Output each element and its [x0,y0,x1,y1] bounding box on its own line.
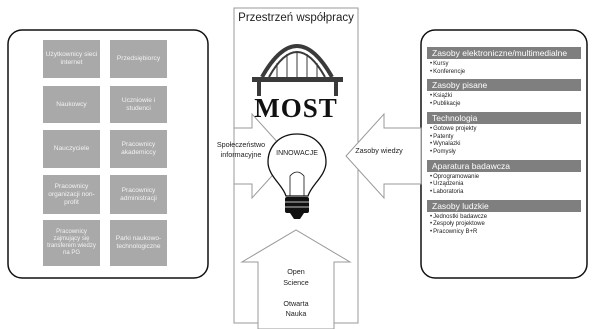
resource-item: Publikacje [430,101,460,109]
resource-category-title: Technologia [427,111,581,124]
resource-category-title: Aparatura badawcza [427,159,581,172]
stakeholder-cell: Pracownicy akademiccy [110,130,167,168]
bridge-label: MOST [254,93,338,123]
left-panel-frame [7,29,209,279]
stakeholder-cell: Parki naukowo-technologiczne [110,220,167,266]
resource-category-title: Zasoby elektroniczne/multimedialne [427,47,581,59]
resource-item: Patenty [430,134,476,142]
resource-item: Zespoły projektowe [430,221,487,229]
resource-items: Jednostki badawczeZespoły projektowePrac… [430,214,487,237]
bottom-arrow-line: Science [283,277,309,287]
stakeholder-cell: Pracownicy zajmujący się transferem wied… [43,220,100,266]
resource-category-title: Zasoby pisane [427,79,581,92]
bottom-arrow-line: Otwarta [283,298,309,308]
right-arrow-label: Zasoby wiedzy [355,146,403,155]
bridge-icon [252,44,343,96]
stakeholder-cell: Uczniowie i studenci [110,86,167,123]
diagram-title: Przestrzeń współpracy [238,12,354,24]
resource-item: Książki [430,93,460,101]
stakeholder-cell: Nauczyciele [43,130,100,168]
resource-item: Pomysły [430,149,476,157]
resource-items: Gotowe projektyPatentyWynalazkiPomysły [430,126,476,157]
resource-item: Jednostki badawcze [430,214,487,222]
stakeholder-cell: Przedsiębiorcy [110,40,167,78]
stakeholder-cell: Użytkownicy sieci internet [43,40,100,78]
bottom-arrow-line: Nauka [285,309,307,318]
resource-item: Wynalazki [430,141,476,149]
stakeholder-cell: Pracownicy organizacji non-profit [43,175,100,214]
stakeholder-cell: Pracownicy administracji [110,175,167,214]
stakeholder-cell: Naukowcy [43,86,100,123]
bottom-arrow-line [258,288,334,299]
resource-items: KursyKonferencje [430,61,465,76]
resource-item: Gotowe projekty [430,126,476,134]
resource-item: Pracownicy B+R [430,229,487,237]
light-bulb-icon [267,133,327,219]
resource-item: Laboratoria [430,189,479,197]
bottom-arrow [240,229,352,329]
resource-item: Urządzenia [430,181,479,189]
resource-item: Konferencje [430,69,465,77]
resource-category-title: Zasoby ludzkie [427,199,581,212]
right-arrow [345,112,422,200]
bulb-label: INNOWACJE [276,150,318,157]
resource-item: Kursy [430,61,465,69]
left-arrow [233,112,291,200]
left-arrow-label: Społeczeństwo informacyjne [216,140,266,159]
resource-item: Oprogramowanie [430,174,479,182]
resource-items: OprogramowanieUrządzeniaLaboratoria [430,174,479,197]
resource-items: KsiążkiPublikacje [430,93,460,108]
bottom-arrow-line: Open [287,267,305,276]
